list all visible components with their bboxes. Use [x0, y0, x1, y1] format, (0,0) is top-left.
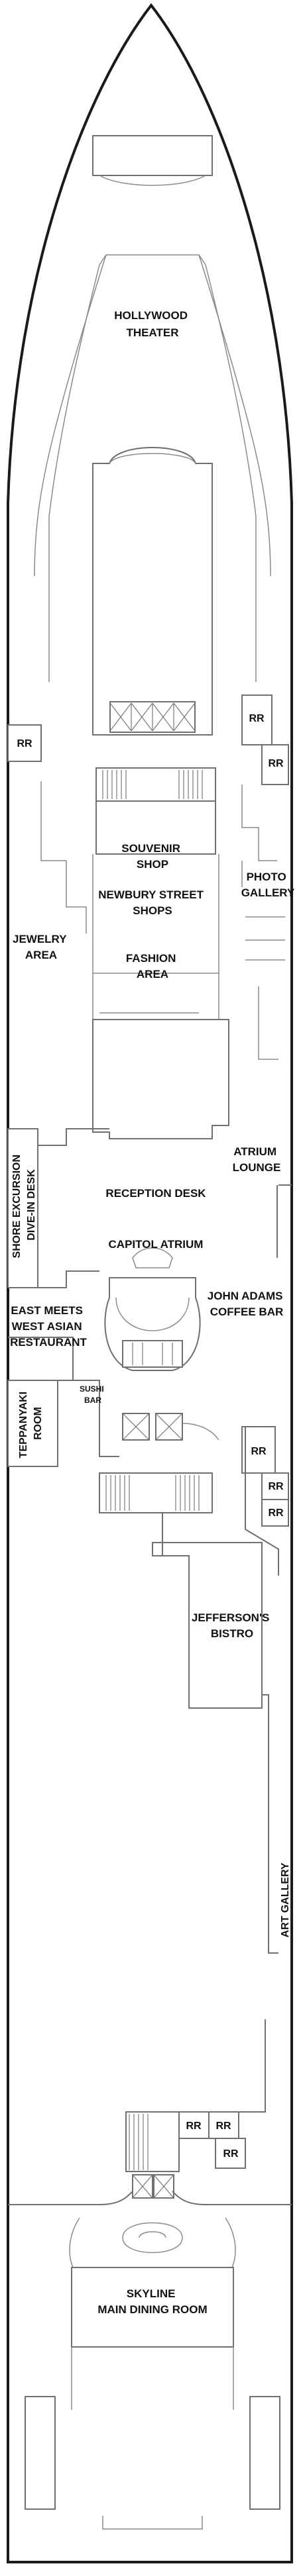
souvenir-stairs	[95, 767, 216, 855]
reception-block	[7, 1019, 292, 1288]
sushi-bar-label: SUSHI BAR	[80, 1384, 106, 1405]
sushi-teppanyaki	[7, 1337, 219, 1467]
newbury-street-shops-label: NEWBURY STREET SHOPS	[98, 888, 206, 917]
reception-desk-label: RECEPTION DESK	[105, 1187, 206, 1200]
souvenir-shop-label: SOUVENIR SHOP	[121, 842, 184, 871]
east-meets-west-label: EAST MEETS WEST ASIAN RESTAURANT	[10, 1304, 87, 1349]
rr-label-2: RR	[249, 713, 265, 724]
rr-label-9: RR	[223, 2148, 239, 2160]
teppanyaki-label: TEPPANYAKI ROOM	[18, 1389, 44, 1458]
dining-room-outline	[8, 2191, 292, 2530]
midship-stairs	[99, 1472, 213, 1513]
theater-outline	[34, 135, 271, 682]
rr-label-3: RR	[268, 758, 284, 769]
rr-label-5: RR	[268, 1481, 284, 1492]
restroom-starboard-forward-1	[241, 694, 273, 745]
fashion-area-label: FASHION AREA	[126, 952, 179, 980]
jeffersons-bistro-room	[152, 1513, 278, 1954]
rr-label-8: RR	[215, 2121, 231, 2132]
forward-stairwell	[92, 447, 213, 736]
rr-label-7: RR	[186, 2121, 202, 2132]
teppanyaki-room	[7, 1380, 58, 1467]
restroom-port-forward	[7, 724, 42, 762]
restroom-labels: RR RR RR RR RR RR RR RR RR	[17, 713, 284, 2160]
art-gallery-label: ART GALLERY	[280, 1862, 291, 1938]
rr-label-1: RR	[17, 738, 32, 749]
jeffersons-bistro-label: JEFFERSON'S BISTRO	[192, 1611, 273, 1640]
aft-stairs-restrooms	[125, 2019, 266, 2199]
atrium-lounge-label: ATRIUM LOUNGE	[233, 1145, 281, 1174]
rr-label-6: RR	[268, 1507, 284, 1519]
shore-excursion-desk	[7, 1128, 38, 1288]
atrium-center	[8, 1247, 201, 1371]
jewelry-area-label: JEWELRY AREA	[13, 933, 70, 961]
capitol-atrium-label: CAPITOL ATRIUM	[109, 1238, 204, 1251]
rr-label-4: RR	[251, 1446, 267, 1457]
theater-stage	[92, 135, 213, 176]
john-adams-label: JOHN ADAMS COFFEE BAR	[208, 1290, 286, 1318]
photo-gallery-label: PHOTO GALLERY	[241, 871, 295, 899]
skyline-dining-label: SKYLINE MAIN DINING ROOM	[97, 2287, 207, 2316]
restroom-starboard-forward-2	[261, 744, 289, 785]
shore-excursion-label: SHORE EXCURSION DIVE-IN DESK	[11, 1152, 37, 1259]
venue-labels: HOLLYWOOD THEATER SOUVENIR SHOP NEWBURY …	[10, 309, 295, 2316]
restrooms-starboard-mid	[241, 1426, 289, 1576]
hollywood-theater-label: HOLLYWOOD THEATER	[114, 309, 191, 339]
